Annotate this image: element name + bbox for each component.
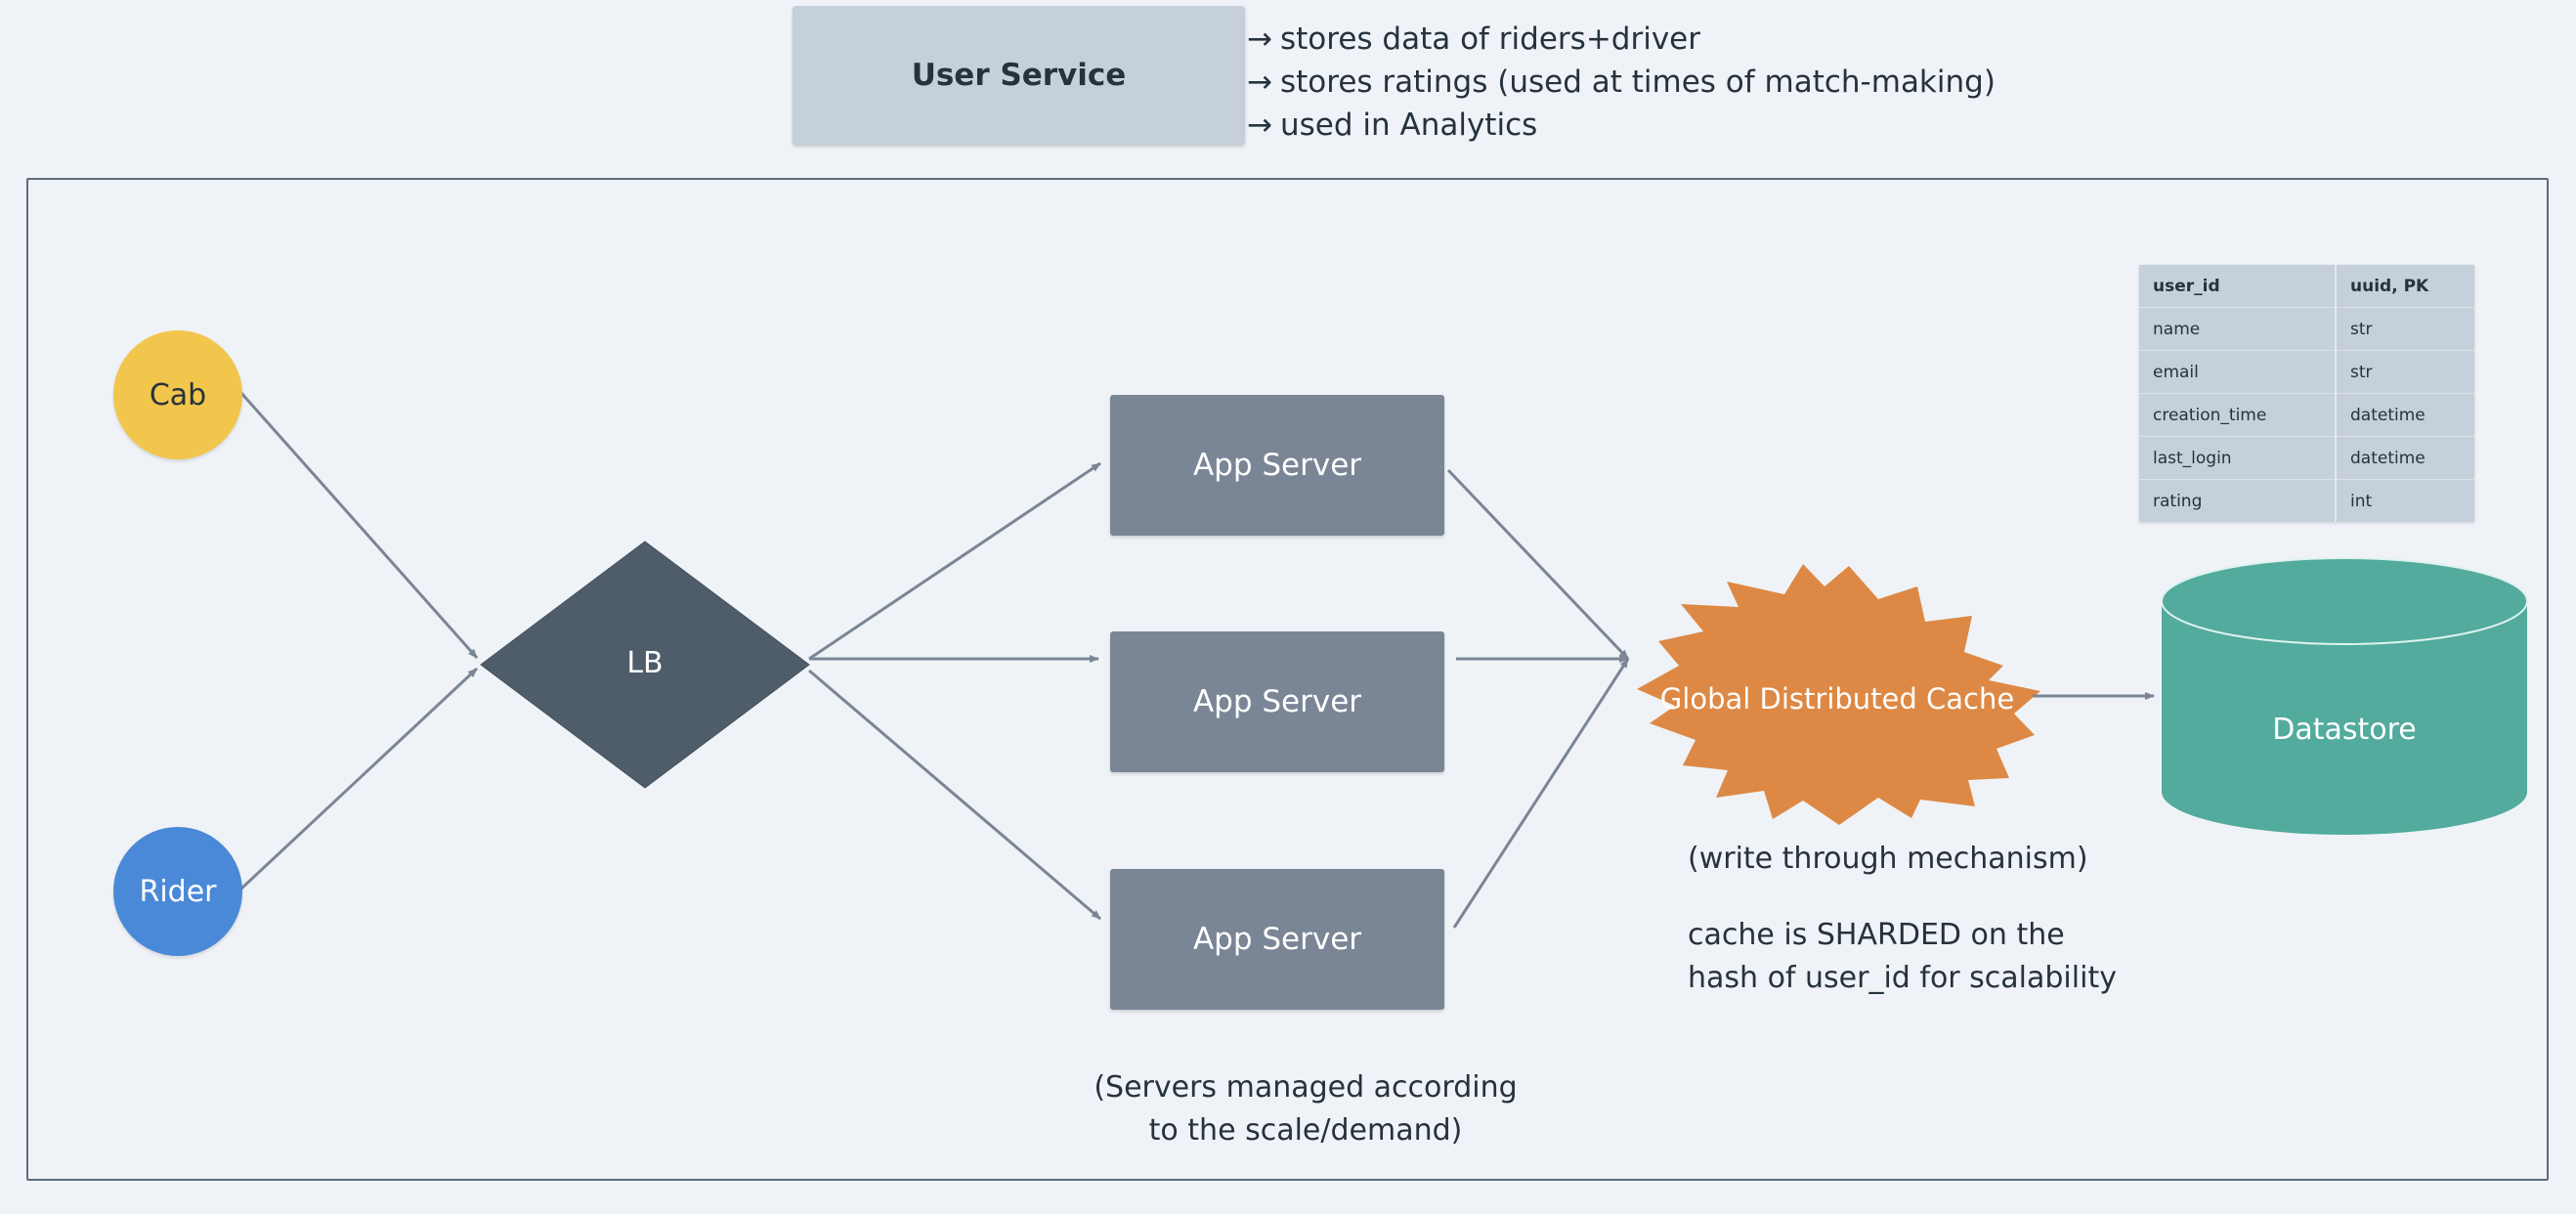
user-schema-table: user_id uuid, PK name str email str crea… [2139, 265, 2474, 522]
right-arrow-icon: → [1247, 108, 1272, 143]
lb-label: LB [626, 646, 664, 680]
app-server-label: App Server [1192, 448, 1362, 483]
table-cell: last_login [2139, 436, 2337, 480]
table-row: email str [2139, 350, 2474, 394]
sharding-caption: cache is SHARDED on the hash of user_id … [1688, 918, 2117, 995]
user-service-note: →stores data of riders+driver [1247, 22, 1700, 57]
table-cell: uuid, PK [2336, 265, 2474, 308]
right-arrow-icon: → [1247, 65, 1272, 100]
cache-starburst[interactable] [1637, 564, 2040, 825]
table-row: rating int [2139, 479, 2474, 522]
table-row: name str [2139, 307, 2474, 351]
table-cell: user_id [2139, 265, 2337, 308]
table-header-row: user_id uuid, PK [2139, 265, 2474, 308]
cab-label: Cab [149, 377, 207, 412]
rider-label: Rider [139, 874, 217, 909]
app-server-node[interactable]: App Server [1110, 395, 1444, 536]
table-cell: str [2336, 350, 2474, 394]
table-cell: name [2139, 307, 2337, 351]
connector-cab-lb [238, 391, 479, 659]
cache-label: Global Distributed Cache [1659, 682, 2015, 715]
table-cell: creation_time [2139, 393, 2337, 437]
user-service-note: →used in Analytics [1247, 108, 1538, 143]
connector-lb-app1 [808, 461, 1101, 661]
servers-caption: (Servers managed according to the scale/… [1094, 1070, 1518, 1148]
table-cell: int [2336, 479, 2474, 522]
datastore-cylinder[interactable] [2161, 557, 2528, 835]
table-row: creation_time datetime [2139, 393, 2474, 437]
table-cell: str [2336, 307, 2474, 351]
cab-node[interactable]: Cab [113, 330, 242, 459]
connector-app3-cache [1452, 658, 1630, 929]
table-cell: email [2139, 350, 2337, 394]
write-through-caption: (write through mechanism) [1688, 842, 2088, 876]
connector-lb-app3 [808, 669, 1101, 921]
table-row: last_login datetime [2139, 436, 2474, 480]
app-server-label: App Server [1192, 684, 1362, 719]
rider-node[interactable]: Rider [113, 827, 242, 956]
user-service-note: →stores ratings (used at times of match-… [1247, 65, 1996, 100]
connector-app1-cache [1446, 468, 1630, 661]
lb-diamond[interactable] [480, 541, 810, 789]
app-server-node[interactable]: App Server [1110, 869, 1444, 1010]
system-boundary-frame [26, 178, 2549, 1181]
table-cell: datetime [2336, 436, 2474, 480]
datastore-label: Datastore [2272, 713, 2417, 747]
app-server-label: App Server [1192, 922, 1362, 957]
user-service-box[interactable]: User Service [793, 6, 1245, 145]
table-cell: rating [2139, 479, 2337, 522]
user-service-label: User Service [911, 58, 1127, 93]
table-cell: datetime [2336, 393, 2474, 437]
app-server-node[interactable]: App Server [1110, 631, 1444, 772]
connector-rider-lb [238, 667, 479, 891]
right-arrow-icon: → [1247, 22, 1272, 57]
